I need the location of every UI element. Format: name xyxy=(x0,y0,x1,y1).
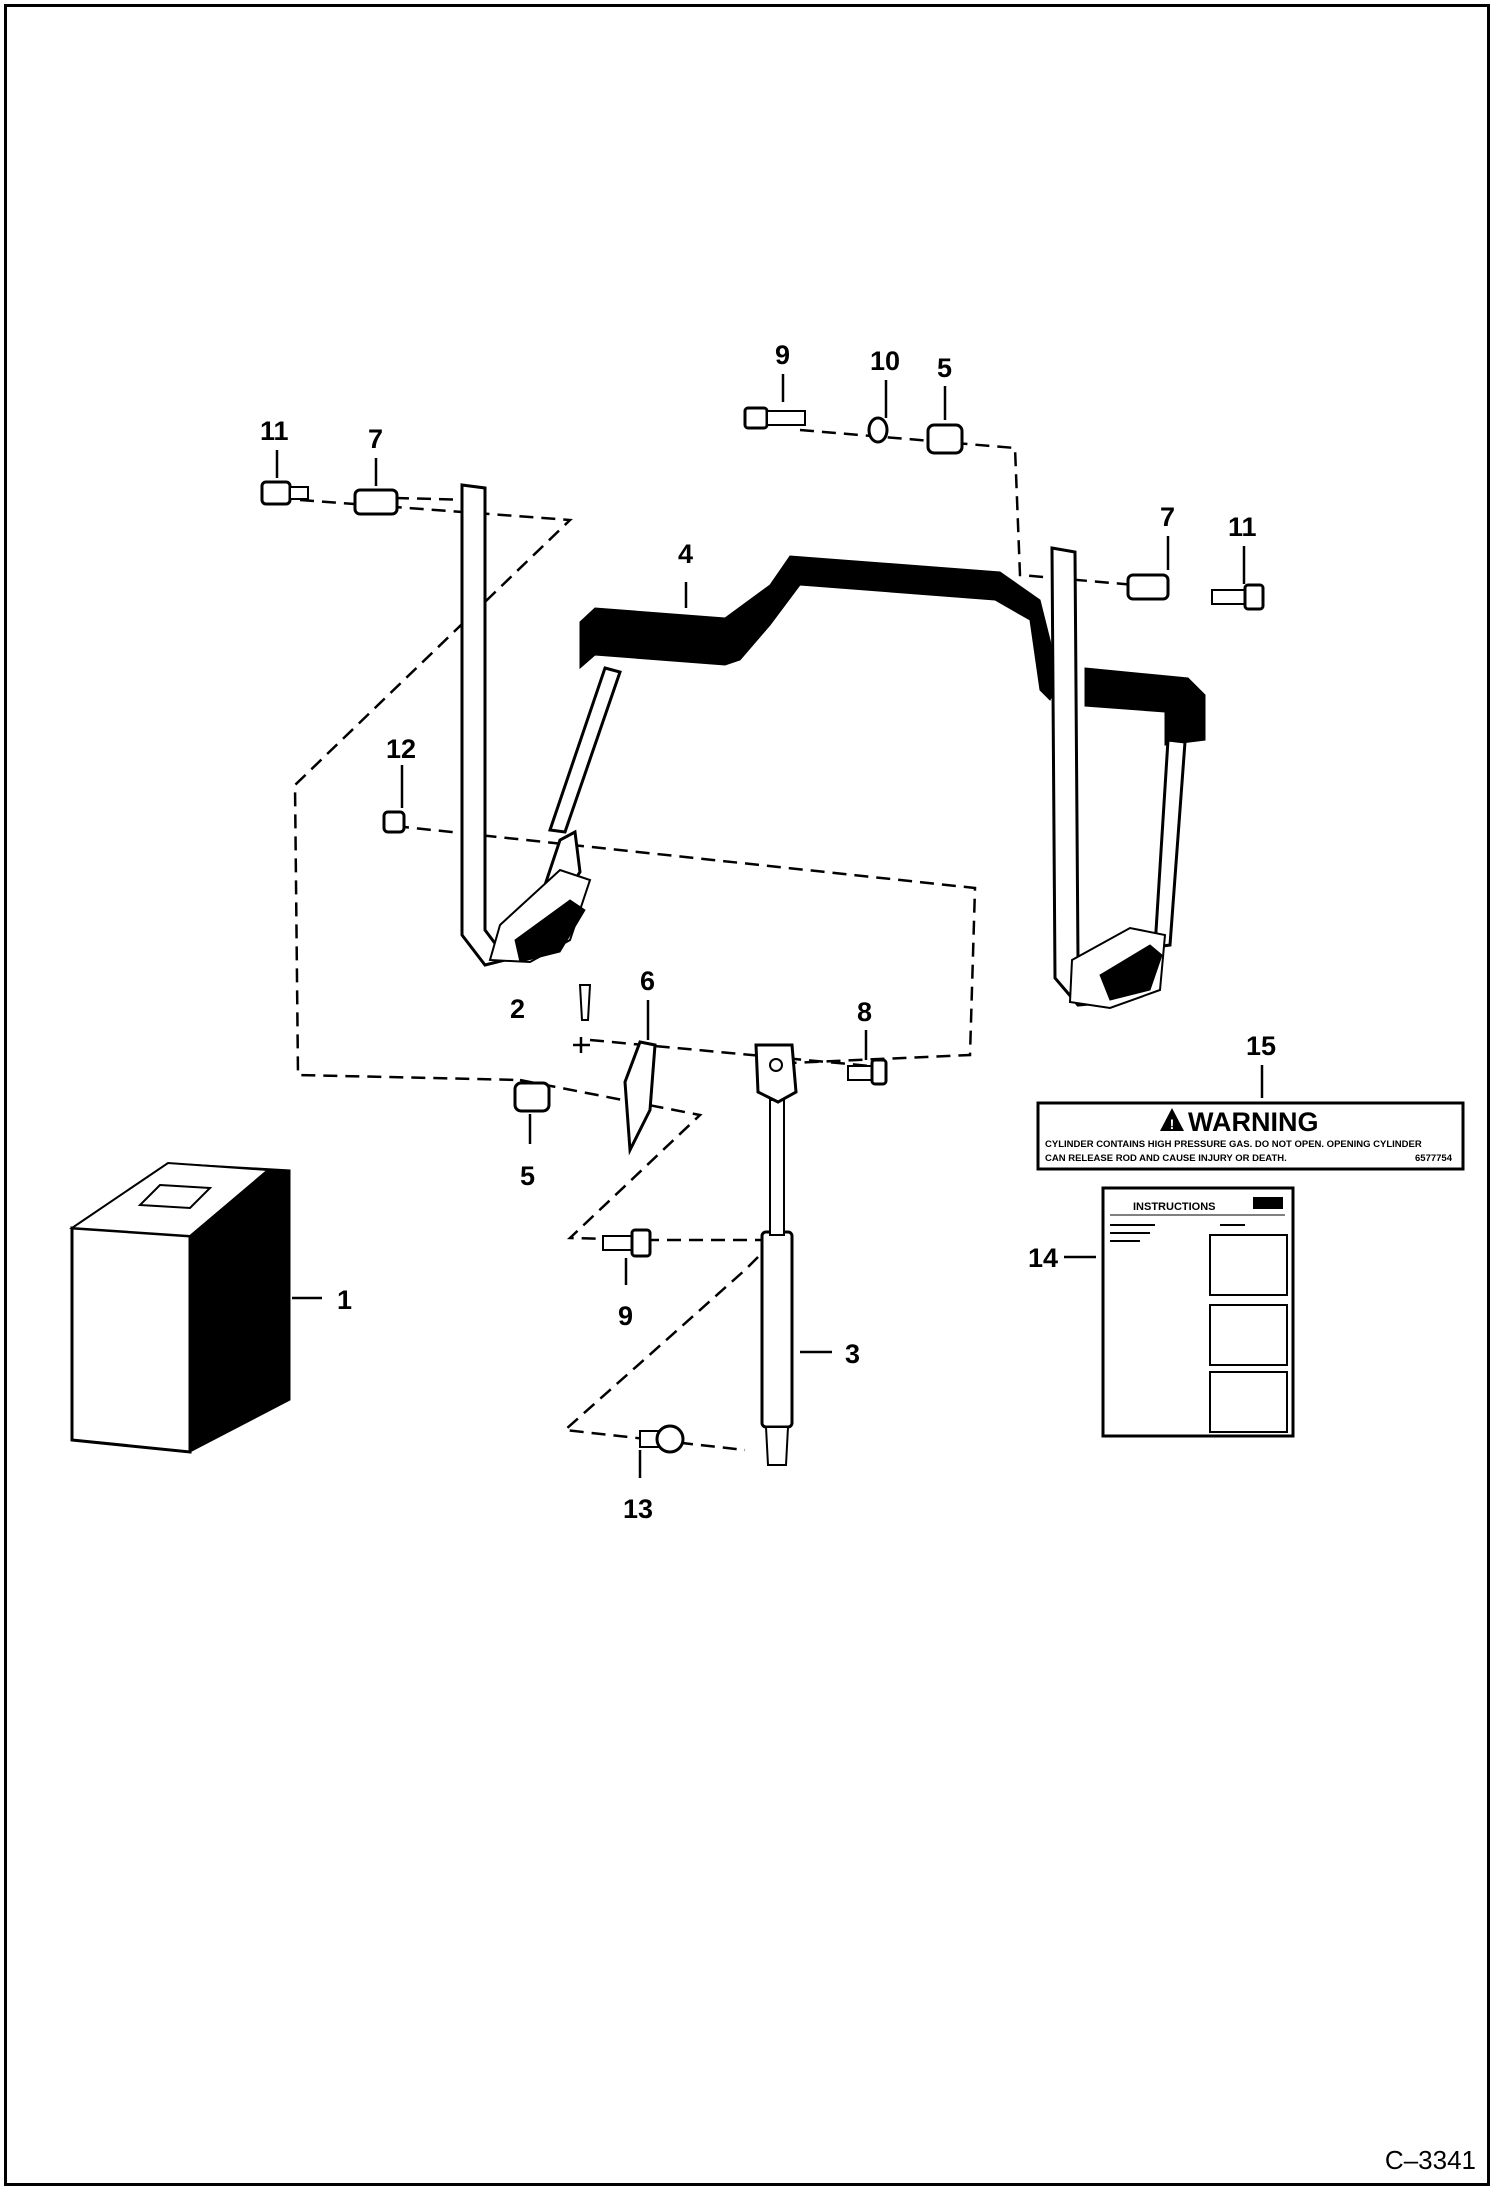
svg-text:!: ! xyxy=(1170,1116,1175,1132)
warning-text-line1: CYLINDER CONTAINS HIGH PRESSURE GAS. DO … xyxy=(1045,1139,1422,1150)
pin-cross xyxy=(573,1037,590,1053)
diagram-frame xyxy=(4,4,1490,2186)
callout-6: 6 xyxy=(640,966,655,996)
callout-7b: 7 xyxy=(1160,502,1175,532)
cotter-pin xyxy=(578,984,592,1021)
instruction-title: INSTRUCTIONS xyxy=(1133,1201,1216,1213)
callout-9a: 9 xyxy=(775,340,790,370)
callout-15: 15 xyxy=(1246,1031,1276,1061)
callout-14: 14 xyxy=(1028,1243,1058,1273)
callout-5b: 5 xyxy=(520,1161,535,1191)
instruction-decal: INSTRUCTIONS xyxy=(1101,1186,1295,1438)
callout-2: 2 xyxy=(510,994,525,1024)
callout-5a: 5 xyxy=(937,353,952,383)
gas-cylinder xyxy=(754,1043,798,1466)
callout-13: 13 xyxy=(623,1494,653,1524)
hardware xyxy=(260,406,1265,1454)
callout-1: 1 xyxy=(337,1285,352,1315)
callout-12: 12 xyxy=(386,734,416,764)
callout-4: 4 xyxy=(678,539,693,569)
callout-numbers: 1 2 3 4 5 5 6 7 7 8 9 9 10 11 11 12 13 1… xyxy=(260,340,1276,1524)
warning-part-number: 6577754 xyxy=(1415,1153,1453,1164)
callout-9b: 9 xyxy=(618,1301,633,1331)
callout-3: 3 xyxy=(845,1339,860,1369)
warning-title: WARNING xyxy=(1188,1107,1319,1137)
callout-7a: 7 xyxy=(368,424,383,454)
handle-assembly xyxy=(460,483,1206,1010)
callout-8: 8 xyxy=(857,997,872,1027)
battery-box xyxy=(69,1161,291,1454)
callout-11b: 11 xyxy=(1228,512,1257,542)
callout-11a: 11 xyxy=(260,416,289,446)
callout-leaders xyxy=(275,374,1264,1478)
figure-id: C–3341 xyxy=(1384,2145,1476,2175)
warning-text-line2: CAN RELEASE ROD AND CAUSE INJURY OR DEAT… xyxy=(1045,1153,1287,1164)
callout-10: 10 xyxy=(870,346,900,376)
bracket xyxy=(623,1040,657,1156)
warning-decal: ! WARNING CYLINDER CONTAINS HIGH PRESSUR… xyxy=(1036,1101,1465,1171)
